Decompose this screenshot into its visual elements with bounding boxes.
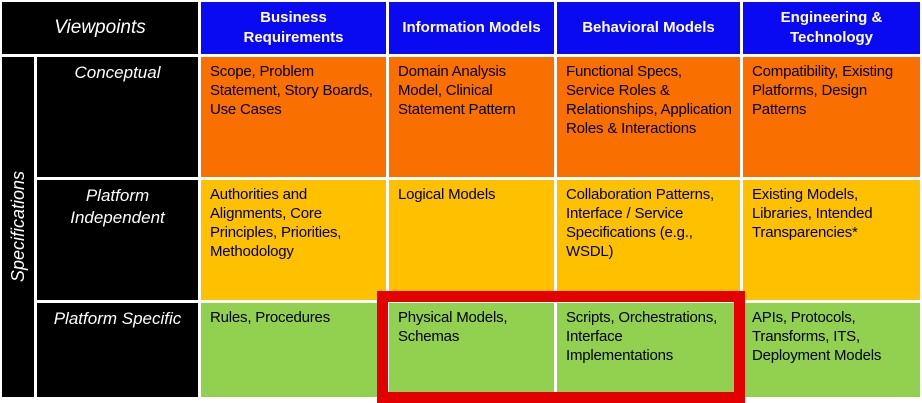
column-header-label: Information Models xyxy=(402,18,541,36)
cell-platform-specific-information-models: Physical Models, Schemas xyxy=(389,303,554,397)
column-header-label: Behavioral Models xyxy=(582,18,715,36)
cell-conceptual-information-models: Domain Analysis Model, Clinical Statemen… xyxy=(389,57,554,177)
column-header-behavioral-models: Behavioral Models xyxy=(557,2,740,54)
column-header-label: Business Requirements xyxy=(243,8,344,46)
row-label-text: Platform Independent xyxy=(70,186,165,228)
cell-conceptual-business-requirements: Scope, Problem Statement, Story Boards, … xyxy=(201,57,386,177)
cell-platform-independent-behavioral-models: Collaboration Patterns, Interface / Serv… xyxy=(557,180,740,300)
cell-platform-specific-behavioral-models: Scripts, Orchestrations, Interface Imple… xyxy=(557,303,740,397)
corner-header-viewpoints: Viewpoints xyxy=(2,2,198,54)
row-label-text: Conceptual xyxy=(74,63,161,82)
column-header-business-requirements: Business Requirements xyxy=(201,2,386,54)
cell-platform-independent-engineering-technology: Existing Models, Libraries, Intended Tra… xyxy=(743,180,920,300)
row-axis-label: Specifications xyxy=(7,171,28,283)
column-header-engineering-technology: Engineering & Technology xyxy=(743,2,920,54)
cell-platform-independent-business-requirements: Authorities and Alignments, Core Princip… xyxy=(201,180,386,300)
cell-platform-independent-information-models: Logical Models xyxy=(389,180,554,300)
matrix-grid: Viewpoints Business Requirements Informa… xyxy=(2,2,920,397)
row-axis-specifications: Specifications xyxy=(2,57,34,397)
cell-conceptual-engineering-technology: Compatibility, Existing Platforms, Desig… xyxy=(743,57,920,177)
row-label-conceptual: Conceptual xyxy=(37,57,198,177)
column-header-label: Engineering & Technology xyxy=(780,8,883,46)
cell-platform-specific-engineering-technology: APIs, Protocols, Transforms, ITS, Deploy… xyxy=(743,303,920,397)
row-label-platform-independent: Platform Independent xyxy=(37,180,198,300)
cell-conceptual-behavioral-models: Functional Specs, Service Roles & Relati… xyxy=(557,57,740,177)
row-label-text: Platform Specific xyxy=(53,309,182,328)
row-label-platform-specific: Platform Specific xyxy=(37,303,198,397)
cell-platform-specific-business-requirements: Rules, Procedures xyxy=(201,303,386,397)
corner-header-label: Viewpoints xyxy=(54,17,146,38)
column-header-information-models: Information Models xyxy=(389,2,554,54)
